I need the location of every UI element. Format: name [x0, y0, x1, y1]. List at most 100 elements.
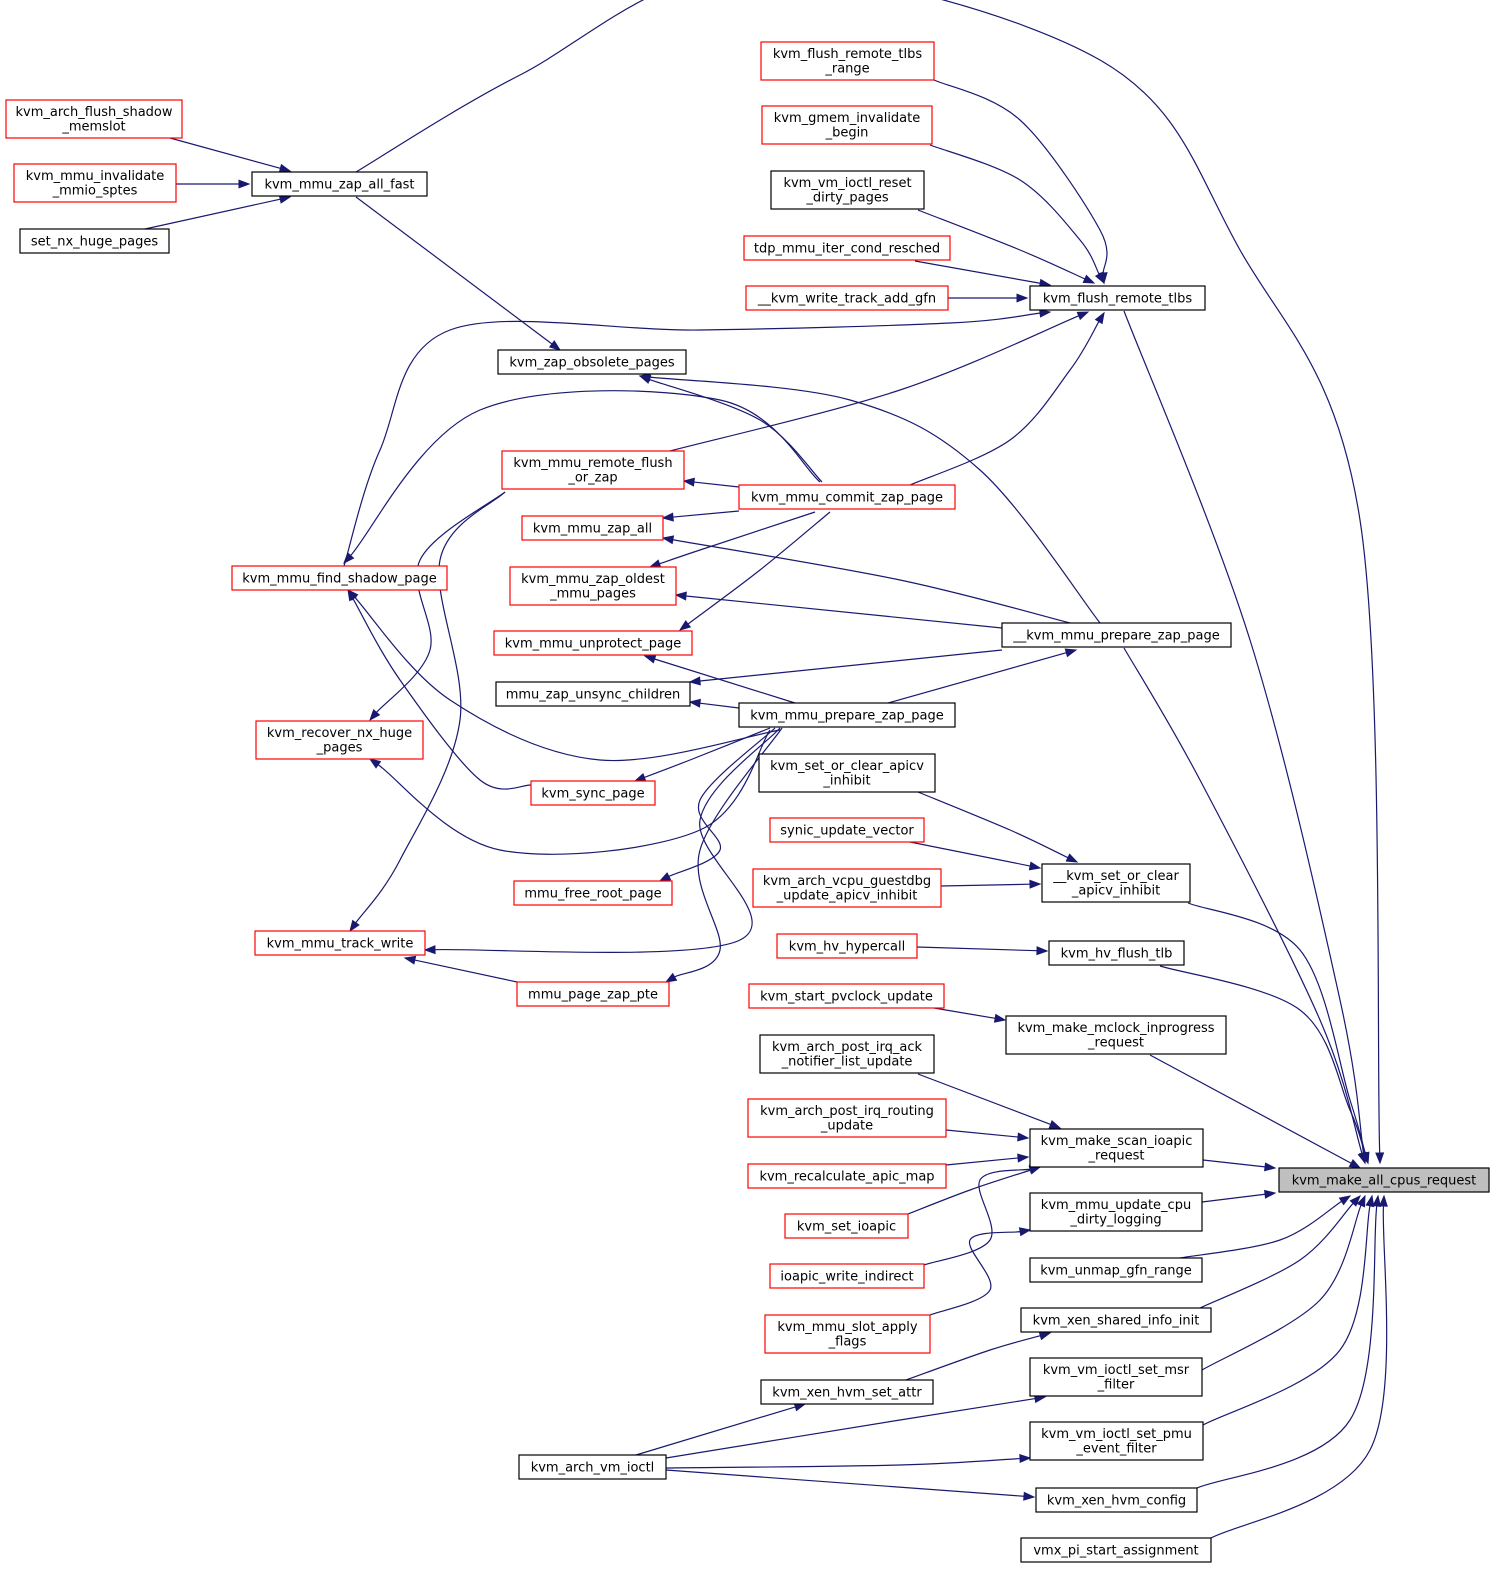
node-kvm-mmu-invalidate-mmio-sptes[interactable]: kvm_mmu_invalidate_mmio_sptes	[13, 163, 177, 203]
node-kvm-mmu-slot-apply-flags[interactable]: kvm_mmu_slot_apply_flags	[764, 1314, 931, 1354]
node-kvm-gmem-invalidate-begin[interactable]: kvm_gmem_invalidate_begin	[761, 105, 933, 145]
edge-kvm_mmu_invalidate_mmio_sptes-to-kvm_mmu_zap_all_fast	[176, 179, 251, 189]
node-label: kvm_xen_shared_info_init	[1033, 1313, 1200, 1328]
node-label: kvm_mmu_remote_flush	[513, 456, 672, 471]
node-kvm-mmu-remote-flush-or-zap[interactable]: kvm_mmu_remote_flush_or_zap	[501, 450, 685, 490]
node-kvm-xen-shared-info-init[interactable]: kvm_xen_shared_info_init	[1020, 1307, 1212, 1333]
edge-kvm_arch_vcpu_guestdbg_update_apicv_inhibit-to-kvm_set_or_clear_apicv_inhibit_internal	[940, 879, 1042, 889]
edge-kvm_set_or_clear_apicv_inhibit-to-kvm_set_or_clear_apicv_inhibit_internal	[917, 791, 1079, 863]
node-mmu-zap-unsync-children[interactable]: mmu_zap_unsync_children	[495, 681, 691, 707]
node-kvm-hv-hypercall[interactable]: kvm_hv_hypercall	[776, 933, 918, 959]
node-kvm-make-scan-ioapic-request[interactable]: kvm_make_scan_ioapic_request	[1029, 1128, 1204, 1168]
node-label: kvm_mmu_zap_all_fast	[264, 177, 414, 192]
node-kvm-mmu-prepare-zap-page-internal[interactable]: __kvm_mmu_prepare_zap_page	[1001, 622, 1232, 648]
node-kvm-make-all-cpus-request[interactable]: kvm_make_all_cpus_request	[1278, 1167, 1490, 1193]
node-kvm-flush-remote-tlbs[interactable]: kvm_flush_remote_tlbs	[1029, 285, 1206, 311]
node-kvm-start-pvclock-update[interactable]: kvm_start_pvclock_update	[748, 983, 945, 1009]
edge-kvm_vm_ioctl_reset_dirty_pages-to-kvm_flush_remote_tlbs	[917, 209, 1096, 284]
node-kvm-make-mclock-inprogress-request[interactable]: kvm_make_mclock_inprogress_request	[1005, 1015, 1227, 1055]
node-kvm-arch-flush-shadow-memslot[interactable]: kvm_arch_flush_shadow_memslot	[5, 99, 183, 139]
node-label: _memslot	[61, 120, 125, 135]
node-label: _notifier_list_update	[781, 1055, 913, 1070]
node-label: _request	[1088, 1149, 1145, 1164]
node-label: kvm_arch_post_irq_ack	[772, 1040, 922, 1055]
node-kvm-flush-remote-tlbs-range[interactable]: kvm_flush_remote_tlbs_range	[760, 41, 935, 81]
node-kvm-arch-post-irq-ack-notifier-list-update[interactable]: kvm_arch_post_irq_ack_notifier_list_upda…	[759, 1034, 935, 1074]
node-kvm-hv-flush-tlb[interactable]: kvm_hv_flush_tlb	[1048, 940, 1185, 966]
edge-kvm_make_mclock_inprogress_request-to-kvm_make_all_cpus_request	[1149, 1054, 1362, 1169]
edge-kvm_unmap_gfn_range-to-kvm_make_all_cpus_request	[1179, 1195, 1352, 1259]
node-label: kvm_recover_nx_huge	[267, 726, 412, 741]
edge-kvm_xen_hvm_set_attr-to-kvm_xen_shared_info_init	[905, 1331, 1052, 1381]
node-label: __kvm_mmu_prepare_zap_page	[1012, 628, 1220, 643]
edge-tdp_mmu_iter_cond_resched-to-kvm_flush_remote_tlbs	[914, 260, 1052, 288]
edge-kvm_mmu_prepare_zap_page-to-mmu_page_zap_pte	[664, 727, 783, 983]
node-layer: kvm_make_all_cpus_request kvm_flush_remot…	[5, 41, 1490, 1563]
node-kvm-set-or-clear-apicv-inhibit[interactable]: kvm_set_or_clear_apicv_inhibit	[758, 753, 936, 793]
node-kvm-arch-post-irq-routing-update[interactable]: kvm_arch_post_irq_routing_update	[747, 1098, 947, 1138]
edge-kvm_mmu_prepare_zap_page-to-mmu_free_root_page	[658, 727, 776, 882]
edge-kvm_mmu_prepare_zap_page-to-kvm_mmu_track_write	[423, 727, 781, 955]
node-kvm-mmu-commit-zap-page[interactable]: kvm_mmu_commit_zap_page	[738, 484, 956, 510]
node-label: kvm_mmu_zap_all	[533, 521, 652, 536]
node-kvm-mmu-unprotect-page[interactable]: kvm_mmu_unprotect_page	[493, 630, 693, 656]
node-label: kvm_hv_hypercall	[789, 939, 905, 954]
node-kvm-sync-page[interactable]: kvm_sync_page	[530, 780, 656, 806]
node-mmu-page-zap-pte[interactable]: mmu_page_zap_pte	[516, 981, 670, 1007]
node-ioapic-write-indirect[interactable]: ioapic_write_indirect	[769, 1263, 925, 1289]
node-kvm-arch-vcpu-guestdbg-update-apicv-inhibit[interactable]: kvm_arch_vcpu_guestdbg_update_apicv_inhi…	[752, 868, 942, 908]
node-label: kvm_arch_post_irq_routing	[760, 1104, 934, 1119]
node-label: kvm_xen_hvm_set_attr	[772, 1385, 922, 1400]
node-label: kvm_mmu_unprotect_page	[505, 636, 682, 651]
node-kvm-vm-ioctl-reset-dirty-pages[interactable]: kvm_vm_ioctl_reset_dirty_pages	[770, 170, 925, 210]
edge-kvm_make_scan_ioapic_request-to-kvm_make_all_cpus_request	[1202, 1159, 1277, 1172]
node-label: kvm_sync_page	[541, 786, 644, 801]
node-set-nx-huge-pages[interactable]: set_nx_huge_pages	[19, 228, 170, 254]
node-label: _event_filter	[1075, 1442, 1157, 1457]
edge-kvm_recalculate_apic_map-to-kvm_make_scan_ioapic_request	[945, 1153, 1030, 1166]
node-kvm-xen-hvm-set-attr[interactable]: kvm_xen_hvm_set_attr	[760, 1379, 934, 1405]
node-label: kvm_vm_ioctl_reset	[783, 176, 911, 191]
node-kvm-recover-nx-huge-pages[interactable]: kvm_recover_nx_huge_pages	[255, 720, 424, 760]
node-kvm-mmu-update-cpu-dirty-logging[interactable]: kvm_mmu_update_cpu_dirty_logging	[1029, 1192, 1203, 1232]
node-kvm-mmu-zap-all-fast[interactable]: kvm_mmu_zap_all_fast	[251, 171, 428, 197]
node-label: kvm_make_mclock_inprogress	[1017, 1021, 1214, 1036]
node-kvm-vm-ioctl-set-pmu-event-filter[interactable]: kvm_vm_ioctl_set_pmu_event_filter	[1029, 1421, 1204, 1461]
node-vmx-pi-start-assignment[interactable]: vmx_pi_start_assignment	[1020, 1537, 1212, 1563]
node-kvm-mmu-prepare-zap-page[interactable]: kvm_mmu_prepare_zap_page	[738, 702, 956, 728]
node-label: kvm_unmap_gfn_range	[1040, 1263, 1192, 1278]
edge-kvm_xen_shared_info_init-to-kvm_make_all_cpus_request	[1199, 1194, 1361, 1309]
node-label: _filter	[1097, 1378, 1135, 1393]
edge-kvm_gmem_invalidate_begin-to-kvm_flush_remote_tlbs	[929, 144, 1105, 285]
node-kvm-vm-ioctl-set-msr-filter[interactable]: kvm_vm_ioctl_set_msr_filter	[1029, 1357, 1203, 1397]
node-label: kvm_hv_flush_tlb	[1061, 946, 1173, 961]
node-kvm-unmap-gfn-range[interactable]: kvm_unmap_gfn_range	[1029, 1257, 1203, 1283]
node-label: _inhibit	[822, 774, 870, 789]
edge-kvm_mmu_prepare_zap_page-to-kvm_sync_page	[633, 727, 771, 782]
node-kvm-mmu-find-shadow-page[interactable]: kvm_mmu_find_shadow_page	[231, 565, 448, 591]
edge-set_nx_huge_pages-to-kvm_mmu_zap_all_fast	[144, 194, 292, 230]
node-label: _begin	[825, 126, 869, 141]
node-kvm-mmu-track-write[interactable]: kvm_mmu_track_write	[254, 930, 426, 956]
node-label: __kvm_write_track_add_gfn	[757, 291, 936, 306]
node-synic-update-vector[interactable]: synic_update_vector	[769, 817, 925, 843]
node-kvm-mmu-zap-all[interactable]: kvm_mmu_zap_all	[521, 515, 664, 541]
node-mmu-free-root-page[interactable]: mmu_free_root_page	[513, 880, 673, 906]
edge-kvm_mmu_slot_apply_flags-to-kvm_mmu_update_cpu_dirty_logging	[929, 1227, 1032, 1316]
node-kvm-write-track-add-gfn[interactable]: __kvm_write_track_add_gfn	[745, 285, 949, 311]
node-kvm-zap-obsolete-pages[interactable]: kvm_zap_obsolete_pages	[497, 349, 687, 375]
node-tdp-mmu-iter-cond-resched[interactable]: tdp_mmu_iter_cond_resched	[743, 235, 951, 261]
node-kvm-set-or-clear-apicv-inhibit-internal[interactable]: __kvm_set_or_clear_apicv_inhibit	[1041, 863, 1191, 903]
node-kvm-arch-vm-ioctl[interactable]: kvm_arch_vm_ioctl	[518, 1454, 667, 1480]
node-label: mmu_zap_unsync_children	[506, 687, 681, 702]
node-label: kvm_set_ioapic	[797, 1219, 896, 1234]
node-label: kvm_mmu_invalidate	[26, 169, 165, 184]
node-label: _update_apicv_inhibit	[776, 889, 918, 904]
edge-kvm_mmu_prepare_zap_page_internal-to-kvm_zap_obsolete_pages	[638, 372, 1101, 624]
node-kvm-recalculate-apic-map[interactable]: kvm_recalculate_apic_map	[747, 1163, 947, 1189]
node-kvm-xen-hvm-config[interactable]: kvm_xen_hvm_config	[1035, 1487, 1198, 1513]
node-kvm-mmu-zap-oldest-mmu-pages[interactable]: kvm_mmu_zap_oldest_mmu_pages	[509, 566, 677, 606]
node-label: kvm_gmem_invalidate	[774, 111, 921, 126]
node-kvm-set-ioapic[interactable]: kvm_set_ioapic	[784, 1213, 909, 1239]
